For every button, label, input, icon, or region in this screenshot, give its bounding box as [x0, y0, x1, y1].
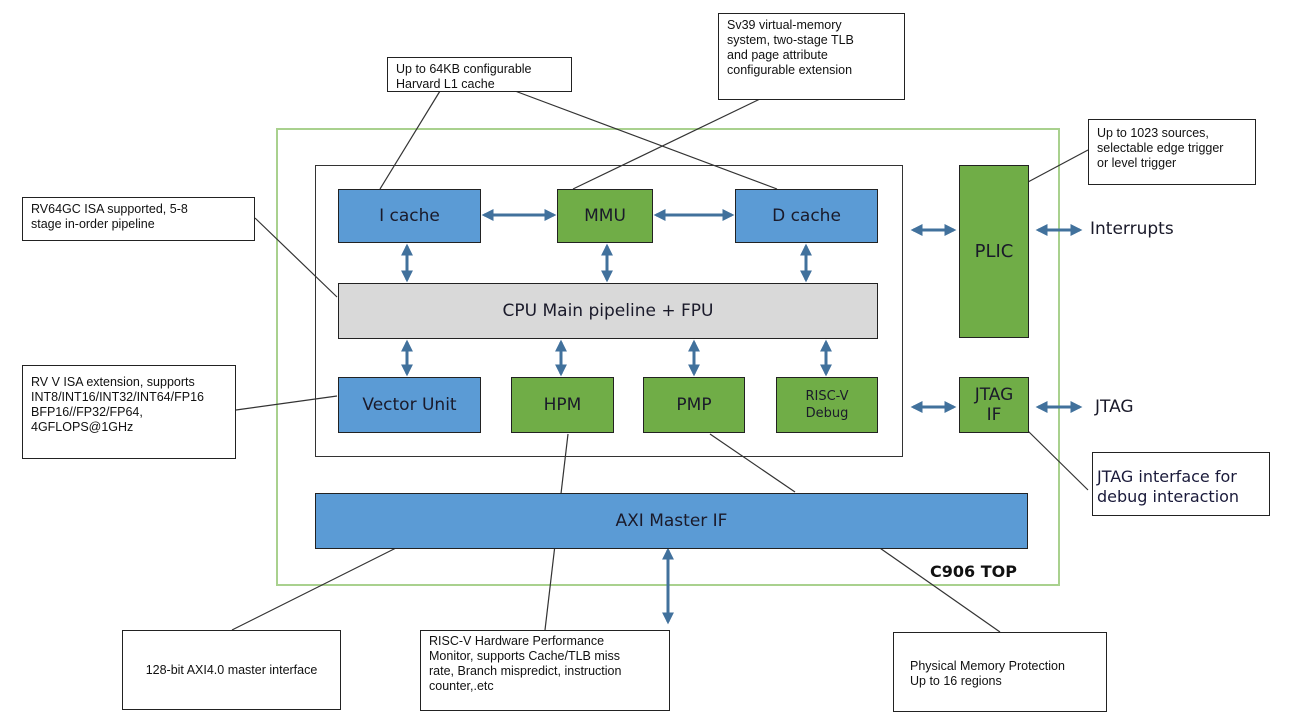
leader-isa: [254, 217, 338, 298]
leader-pmp-a: [709, 433, 796, 493]
mmu-block: MMU: [557, 189, 653, 243]
leader-mmu: [572, 98, 761, 190]
note-isa: RV64GC ISA supported, 5-8 stage in-order…: [22, 197, 255, 241]
note-axi: 128-bit AXI4.0 master interface: [122, 630, 341, 710]
leader-vector: [235, 395, 338, 411]
cpu-core-boundary: [315, 165, 903, 457]
leader-l1-dcache: [514, 90, 778, 190]
icache-block: I cache: [338, 189, 481, 243]
note-vector-unit: RV V ISA extension, supports INT8/INT16/…: [22, 365, 236, 459]
leader-jtag: [1027, 430, 1089, 491]
leader-plic: [1027, 149, 1089, 183]
c906-top-label: C906 TOP: [930, 562, 1017, 581]
hpm-block: HPM: [511, 377, 614, 433]
axi-master-if-block: AXI Master IF: [315, 493, 1028, 549]
vector-unit-block: Vector Unit: [338, 377, 481, 433]
note-l1-cache: Up to 64KB configurable Harvard L1 cache: [387, 57, 572, 92]
riscv-debug-block: RISC-V Debug: [776, 377, 878, 433]
leader-pmp-b: [876, 545, 1001, 633]
note-plic: Up to 1023 sources, selectable edge trig…: [1088, 119, 1256, 185]
leader-l1-icache: [379, 90, 441, 190]
leader-axi: [231, 545, 401, 631]
note-pmp: Physical Memory Protection Up to 16 regi…: [893, 632, 1107, 712]
pmp-block: PMP: [643, 377, 745, 433]
note-hpm: RISC-V Hardware Performance Monitor, sup…: [420, 630, 670, 711]
jtag-if-block: JTAG IF: [959, 377, 1029, 433]
plic-block: PLIC: [959, 165, 1029, 338]
dcache-block: D cache: [735, 189, 878, 243]
cpu-main-pipeline-block: CPU Main pipeline + FPU: [338, 283, 878, 339]
jtag-label: JTAG: [1095, 397, 1134, 417]
note-jtag: JTAG interface for debug interaction: [1092, 452, 1270, 516]
interrupts-label: Interrupts: [1090, 219, 1174, 239]
note-mmu: Sv39 virtual-memory system, two-stage TL…: [718, 13, 905, 100]
